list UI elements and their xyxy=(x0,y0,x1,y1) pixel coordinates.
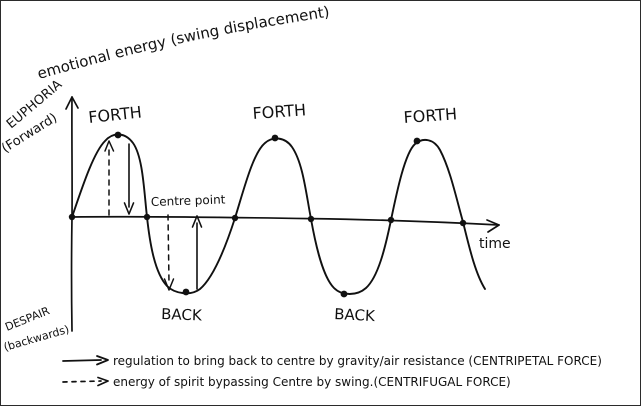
trough-dot xyxy=(340,290,348,298)
x-axis xyxy=(71,215,500,233)
peak-label-2: FORTH xyxy=(252,100,307,123)
centre-point-label: Centre point xyxy=(151,192,226,209)
curve-point-markers xyxy=(68,131,467,298)
swing-displacement-curve xyxy=(71,133,486,295)
zero-crossing-dot xyxy=(387,216,395,224)
centripetal-arrow-down xyxy=(123,143,135,215)
zero-crossing-dot xyxy=(143,213,151,221)
trough-label-2: BACK xyxy=(334,305,377,325)
trough-label-1: BACK xyxy=(161,305,203,324)
trough-dot xyxy=(182,288,190,296)
legend-text-centrifugal: energy of spirit bypassing Centre by swi… xyxy=(113,375,511,389)
centrifugal-arrow-up xyxy=(104,140,115,216)
peak-dot xyxy=(413,137,421,145)
centripetal-arrow-up xyxy=(191,215,203,290)
legend-row-centripetal: regulation to bring back to centre by gr… xyxy=(62,354,602,368)
solid-arrow-icon xyxy=(62,355,109,366)
zero-crossing-dot xyxy=(231,214,239,222)
peak-dot xyxy=(271,134,279,142)
diagram-title: emotional energy (swing displacement) xyxy=(1,1,365,83)
legend: regulation to bring back to centre by gr… xyxy=(62,354,602,389)
zero-crossing-dot xyxy=(68,213,76,221)
legend-text-centripetal: regulation to bring back to centre by gr… xyxy=(113,354,602,368)
time-label: time xyxy=(479,236,511,252)
legend-row-centrifugal: energy of spirit bypassing Centre by swi… xyxy=(62,375,511,389)
peak-label-3: FORTH xyxy=(403,104,458,127)
zero-crossing-dot xyxy=(459,219,467,227)
peak-label-1: FORTH xyxy=(87,102,142,126)
zero-crossing-dot xyxy=(307,215,315,223)
peak-dot xyxy=(114,131,122,139)
dashed-arrow-icon xyxy=(62,376,109,387)
centrifugal-arrow-down xyxy=(163,214,175,291)
y-axis-label-top: EUPHORIA (Forward) xyxy=(1,77,65,156)
y-axis-label-bottom: DESPAIR (backwards) xyxy=(2,304,70,354)
